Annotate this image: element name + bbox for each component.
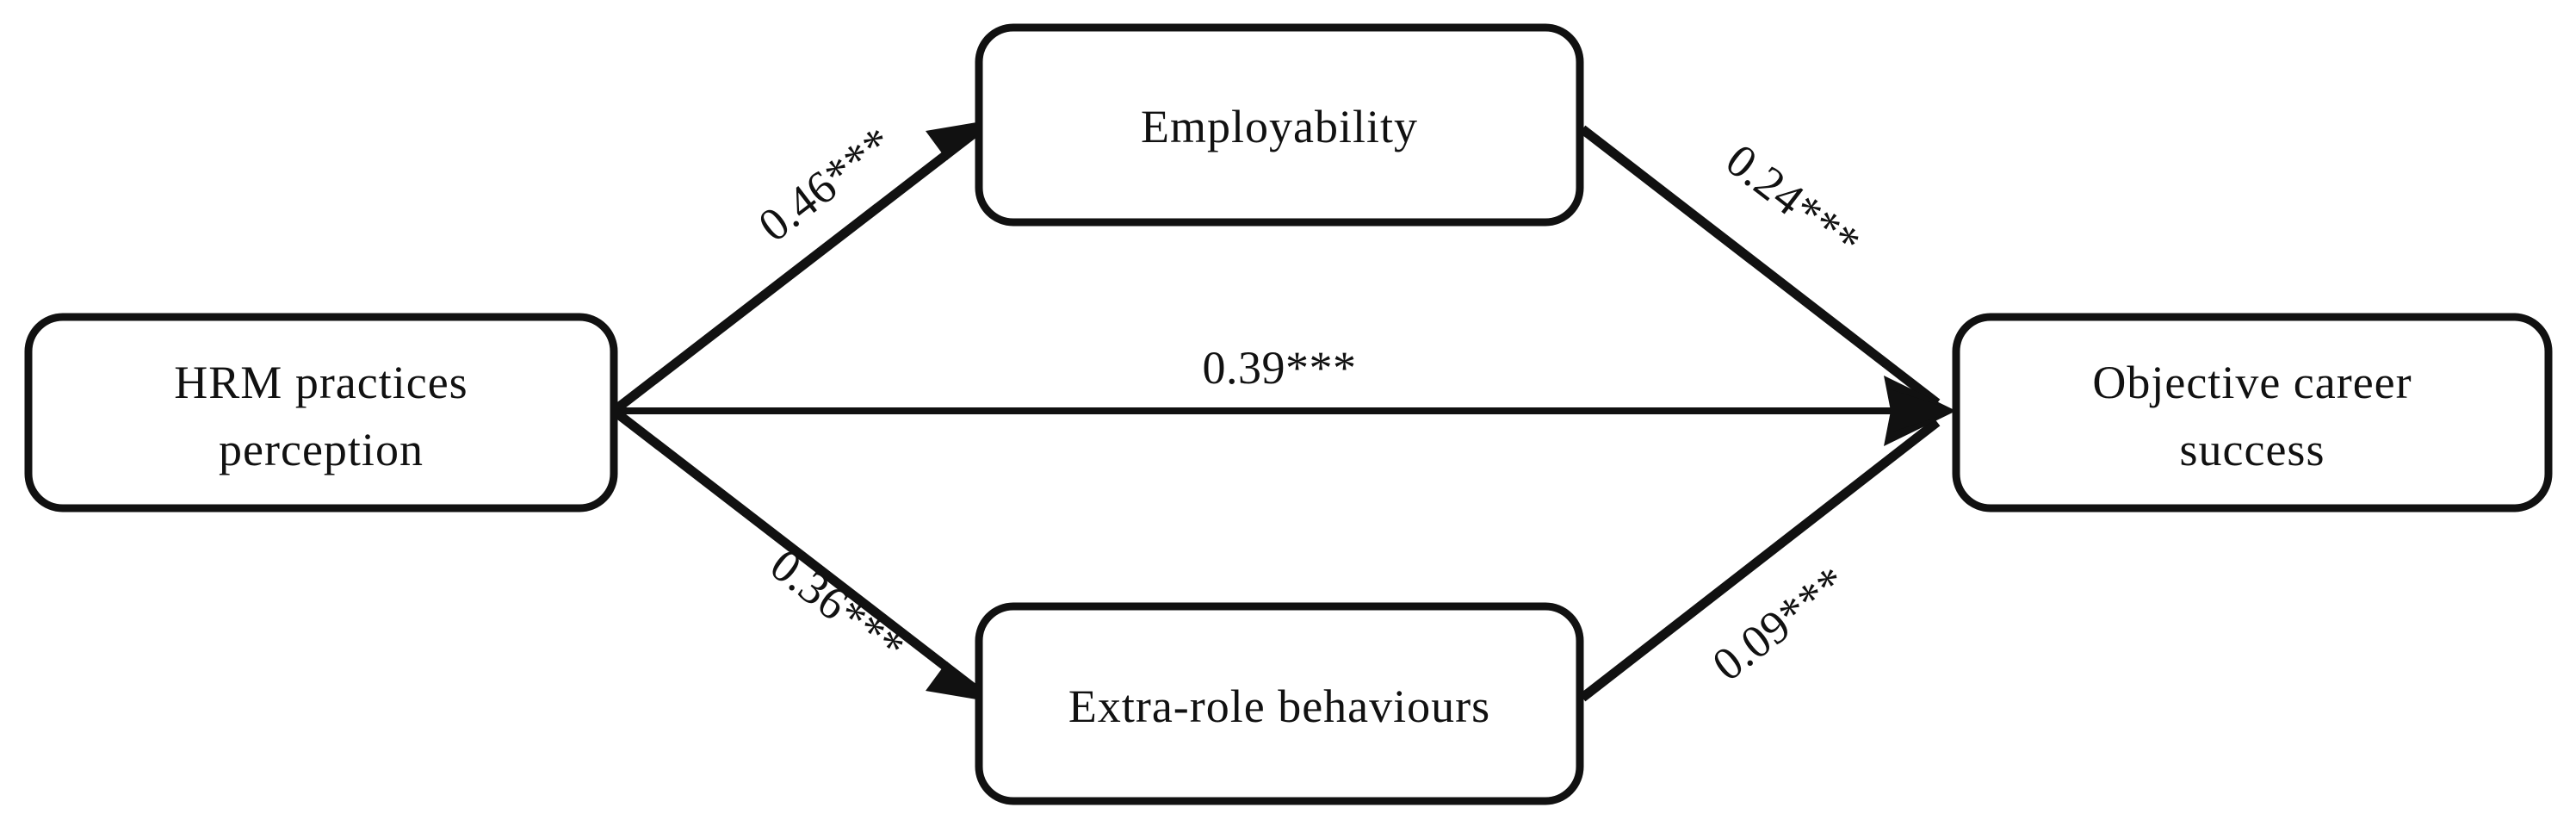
node-box-employability[interactable] xyxy=(975,23,1584,227)
node-objective-career-success[interactable]: Objective career success xyxy=(1952,313,2553,512)
path-line-extra-role-ocs xyxy=(1579,418,1941,702)
coefficient-label-hrm-employability: 0.46*** xyxy=(749,116,902,252)
node-box-objective-career-success[interactable] xyxy=(1952,313,2553,512)
arrow-head-ocs-middle xyxy=(1891,389,1956,432)
node-extra-role-behaviours[interactable]: Extra-role behaviours xyxy=(975,602,1584,805)
node-hrm-practices-perception[interactable]: HRM practices perception xyxy=(24,313,618,512)
node-label-extra-role: Extra-role behaviours xyxy=(1068,680,1490,732)
node-employability[interactable]: Employability xyxy=(975,23,1584,227)
node-label-employability: Employability xyxy=(1141,101,1418,152)
node-label-hrm-line2: perception xyxy=(219,424,424,475)
path-line-hrm-extra-role xyxy=(610,407,981,695)
coefficient-label-extra-role-ocs: 0.09*** xyxy=(1703,556,1856,691)
path-line-employability-ocs xyxy=(1579,125,1941,407)
node-label-ocs-line2: success xyxy=(2180,424,2325,475)
coefficient-label-hrm-extra-role: 0.36*** xyxy=(761,538,914,674)
coefficient-label-hrm-ocs-direct: 0.39*** xyxy=(1203,342,1357,394)
node-box-extra-role[interactable] xyxy=(975,602,1584,805)
node-box-hrm[interactable] xyxy=(24,313,618,512)
path-extra-role-to-ocs xyxy=(1579,418,1941,702)
path-hrm-to-employability xyxy=(610,120,992,415)
path-line-hrm-employability xyxy=(610,127,981,415)
path-employability-to-ocs xyxy=(1579,125,1941,407)
node-label-hrm-line1: HRM practices xyxy=(174,357,468,408)
arrow-head-group-ocs xyxy=(1884,376,1956,446)
node-label-ocs-line1: Objective career xyxy=(2092,357,2412,408)
